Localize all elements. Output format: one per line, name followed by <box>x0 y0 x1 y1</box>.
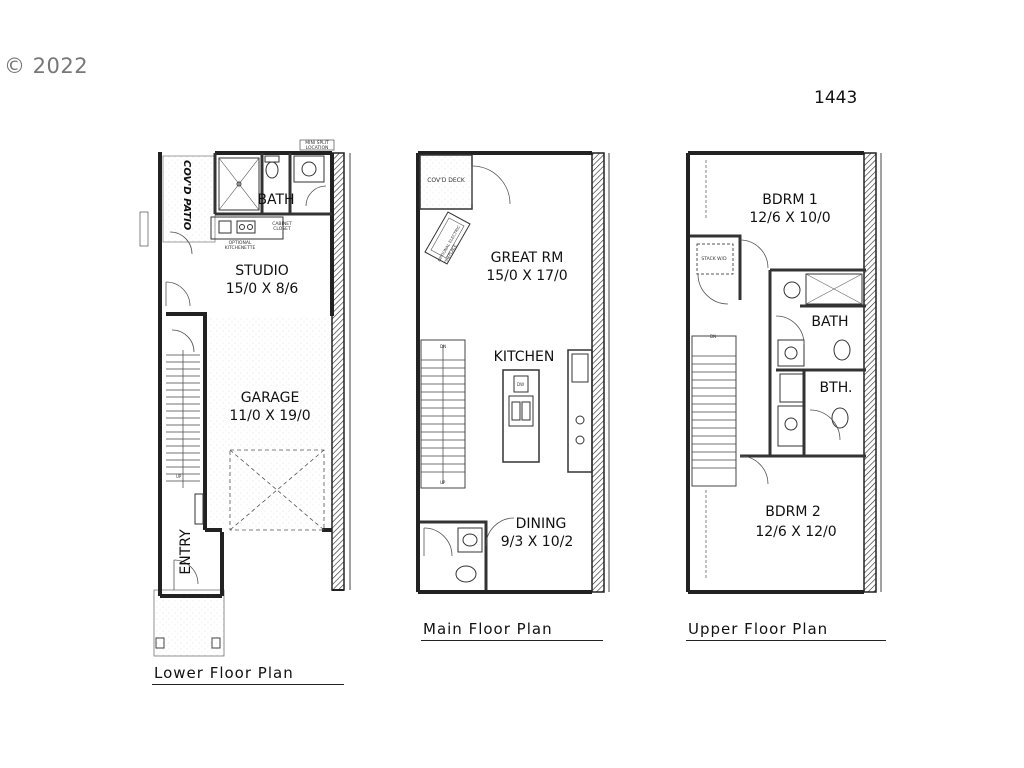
lower-floor-plan: COV'D PATIO BATH CABINET CLOSET OPTIONAL… <box>139 139 351 657</box>
stack-wd-label: STACK W/D <box>701 256 727 262</box>
covered-patio-area <box>162 155 216 243</box>
dining-name: DINING <box>516 516 567 532</box>
dishwasher-label: DW <box>517 382 524 387</box>
main-floor-plan: COV'D DECK OPTIONAL ELECTRIC FIREPLACE G… <box>416 151 610 594</box>
bath-label: BATH <box>257 192 294 208</box>
studio-name: STUDIO <box>235 263 289 279</box>
plan-number: 1443 <box>814 88 858 108</box>
main-floor-plan-title: Main Floor Plan <box>421 620 603 641</box>
covd-patio-label: COV'D PATIO <box>181 160 192 231</box>
great-room-dimensions: 15/0 X 17/0 <box>486 268 567 284</box>
upper-floor-plan-title: Upper Floor Plan <box>686 620 886 641</box>
bedroom1-name: BDRM 1 <box>762 192 818 208</box>
entry-label: ENTRY <box>178 529 194 575</box>
kitchen-label: KITCHEN <box>494 349 555 365</box>
bth-label: BTH. <box>820 380 853 396</box>
lower-floor-plan-title: Lower Floor Plan <box>152 664 344 685</box>
studio-dimensions: 15/0 X 8/6 <box>226 281 299 297</box>
bedroom1-dimensions: 12/6 X 10/0 <box>749 210 830 226</box>
bath-label-upper: BATH <box>811 314 848 330</box>
garage-dimensions: 11/0 X 19/0 <box>229 408 310 424</box>
kitchenette-label-1: OPTIONAL <box>229 240 252 246</box>
covd-deck-label: COV'D DECK <box>427 177 466 184</box>
stairs-up-label-main: UP <box>440 480 446 485</box>
mini-split-label-2: LOCATION <box>306 145 329 151</box>
copyright-notice: © 2022 <box>4 54 89 78</box>
bedroom2-dimensions: 12/6 X 12/0 <box>755 524 836 540</box>
kitchenette-label-2: KITCHENETTE <box>225 245 256 251</box>
garage-name: GARAGE <box>241 390 300 406</box>
stairs-down-label-upper: DN <box>710 334 716 339</box>
stairs-down-label: DN <box>440 344 446 349</box>
mini-split-label-1: MINI SPLIT <box>305 140 329 146</box>
garage-floor <box>209 318 332 530</box>
great-room-name: GREAT RM <box>491 250 564 266</box>
bedroom2-name: BDRM 2 <box>765 504 821 520</box>
upper-floor-plan: BDRM 1 12/6 X 10/0 STACK W/D BATH BTH. B… <box>686 151 882 594</box>
closet-label: CLOSET <box>273 226 291 232</box>
stairs-up-label: UP <box>176 474 182 479</box>
cabinet-label: CABINET <box>272 221 292 227</box>
dining-dimensions: 9/3 X 10/2 <box>501 534 573 550</box>
